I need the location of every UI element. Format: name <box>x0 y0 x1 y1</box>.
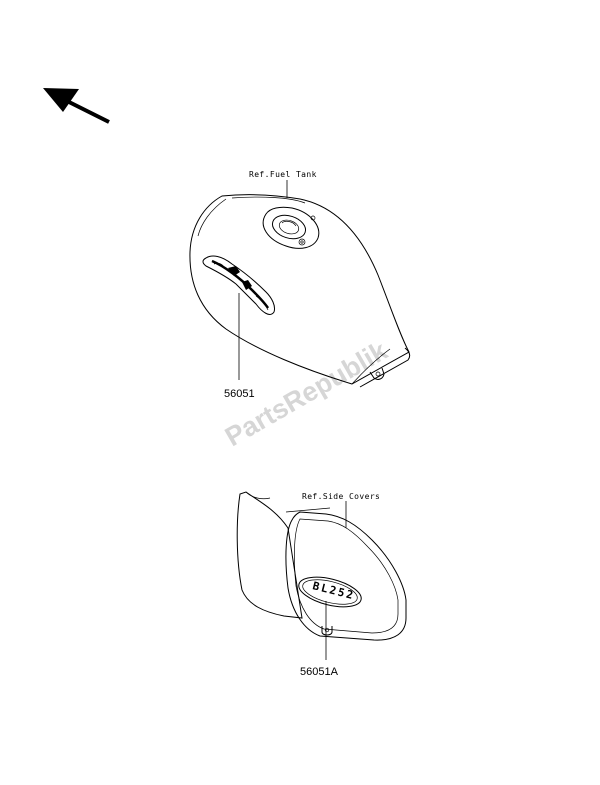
side-cover-emblem: BL252 <box>298 576 362 608</box>
tank-emblem <box>202 255 275 315</box>
side-cover: BL252 <box>236 491 407 660</box>
part-number-56051: 56051 <box>224 388 255 400</box>
part-number-56051a: 56051A <box>300 666 339 678</box>
arrow-up-left-icon <box>43 88 110 124</box>
ref-fuel-tank-label: Ref.Fuel Tank <box>249 170 317 179</box>
ref-side-covers-label: Ref.Side Covers <box>302 492 380 501</box>
fuel-tank <box>189 180 411 388</box>
tank-mount-bracket <box>369 367 385 380</box>
fuel-cap-plate <box>262 206 320 249</box>
side-cover-grommet <box>321 626 333 636</box>
